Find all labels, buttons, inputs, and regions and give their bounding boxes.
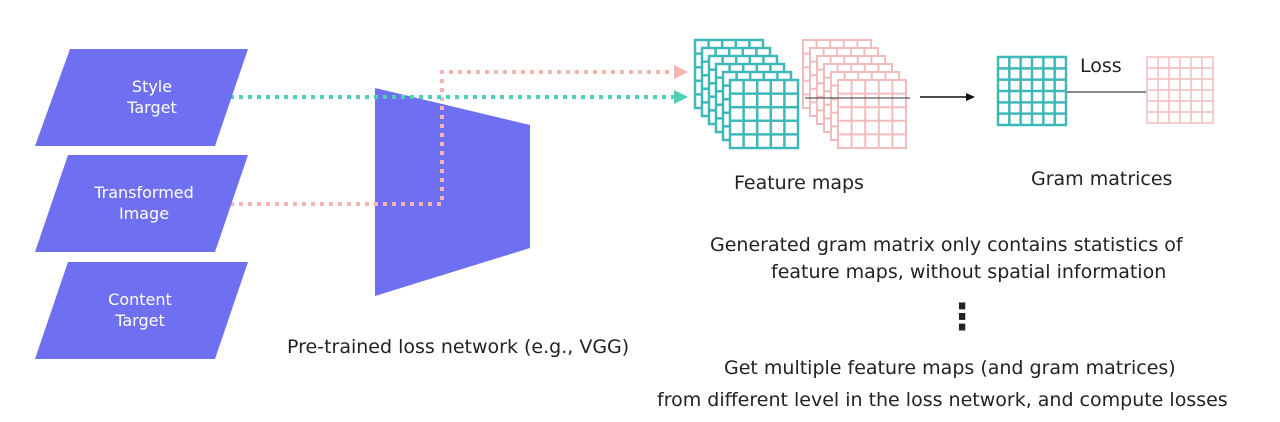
loss-network-shape (375, 88, 530, 296)
content-target-line2: Target (115, 311, 165, 330)
pink-feature-map-stack (802, 39, 907, 149)
style-target-input: Style Target (35, 49, 248, 146)
pink-feature-map-layer (837, 79, 907, 149)
pink-gram-matrix (1146, 56, 1214, 124)
note1-line2: feature maps, without spatial informatio… (771, 261, 1167, 283)
gram-matrices-label: Gram matrices (1031, 168, 1173, 190)
note1-line1: Generated gram matrix only contains stat… (710, 234, 1183, 256)
pink-gram-grid (1146, 56, 1214, 124)
style-target-line1: Style (131, 77, 173, 96)
transformed-path-arrowhead (674, 65, 688, 79)
note2-line1: Get multiple feature maps (and gram matr… (724, 357, 1176, 379)
gram-arrowhead (966, 93, 975, 101)
teal-feature-map-layer (728, 78, 800, 150)
content-target-input: Content Target (35, 262, 248, 359)
transformed-path-arrow (203, 70, 676, 206)
teal-feature-map-stack (693, 38, 800, 150)
network-label: Pre-trained loss network (e.g., VGG) (287, 336, 630, 358)
teal-gram-grid (996, 55, 1068, 127)
transformed-image-line1: Transformed (94, 183, 194, 202)
ellipsis-icon: ⋮ (944, 297, 980, 338)
loss-label: Loss (1080, 55, 1122, 77)
teal-gram-matrix (996, 55, 1068, 127)
note2-line2: from different level in the loss network… (657, 389, 1228, 411)
style-target-line2: Target (127, 98, 177, 117)
feature-maps-label: Feature maps (734, 172, 864, 194)
style-path-arrowhead (674, 90, 688, 104)
content-target-line1: Content (108, 290, 172, 309)
transformed-image-line2: Image (118, 204, 170, 223)
transformed-image-input: Transformed Image (35, 155, 248, 252)
